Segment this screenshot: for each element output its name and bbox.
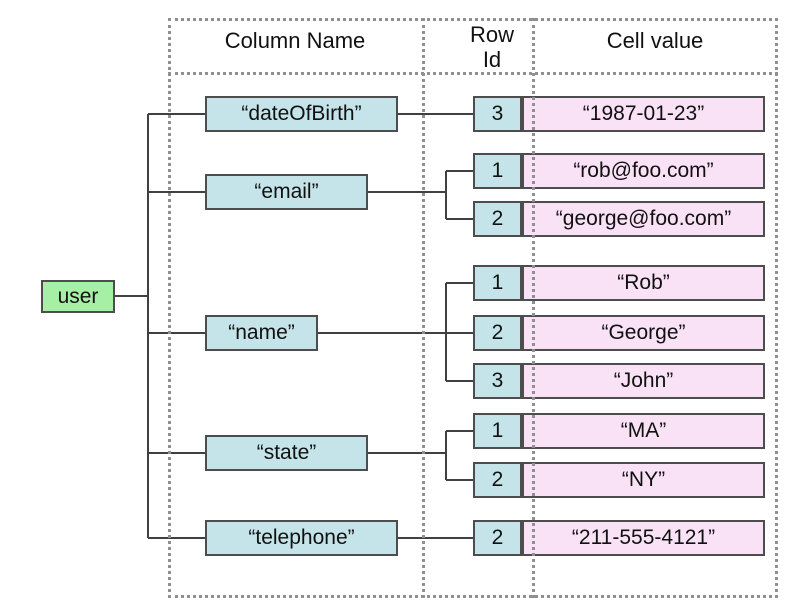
cell-node-email-1: “rob@foo.com” [522,153,765,189]
cell-node-state-2: “NY” [522,462,765,498]
rowid-node-state-1: 1 [473,413,522,449]
header-row-id-line1: Row [469,22,514,47]
header-row-id: Row Id [437,22,547,72]
cell-node-name-2: “George” [522,315,765,351]
column-node-email: “email” [205,174,368,210]
cell-node-state-1: “MA” [522,413,765,449]
rowid-node-dateofbirth-3: 3 [473,96,522,132]
rowid-node-email-2: 2 [473,201,522,237]
rowid-node-name-2: 2 [473,315,522,351]
rowid-node-state-2: 2 [473,462,522,498]
rowid-node-name-1: 1 [473,265,522,301]
cell-node-name-1: “Rob” [522,265,765,301]
column-node-dateofbirth: “dateOfBirth” [205,96,398,132]
user-root-node: user [41,280,115,313]
rowid-node-name-3: 3 [473,363,522,399]
cell-node-name-3: “John” [522,363,765,399]
header-cell-value: Cell value [606,28,704,53]
column-node-telephone: “telephone” [205,520,398,556]
column-node-state: “state” [205,435,368,471]
header-row-id-line2: Id [482,47,502,72]
rowid-node-telephone-2: 2 [473,520,522,556]
header-column-name: Column Name [224,28,366,53]
cell-node-dateofbirth-3: “1987-01-23” [522,96,765,132]
rowid-node-email-1: 1 [473,153,522,189]
cell-node-telephone-2: “211-555-4121” [522,520,765,556]
cell-node-email-2: “george@foo.com” [522,201,765,237]
column-node-name: “name” [205,315,318,351]
